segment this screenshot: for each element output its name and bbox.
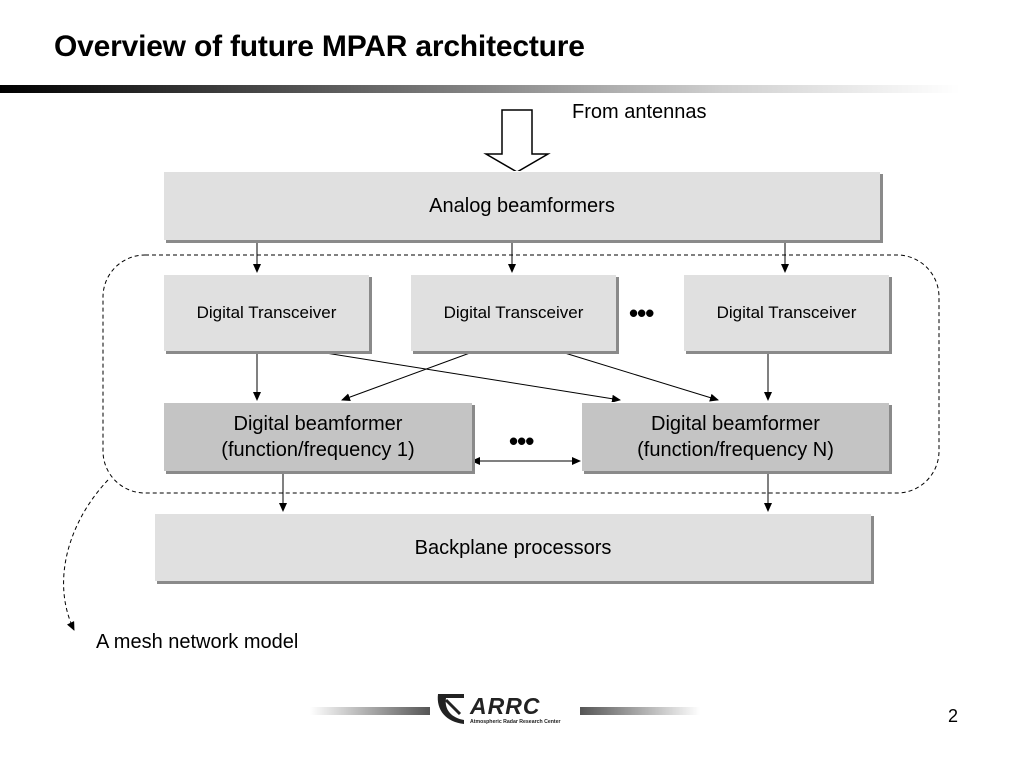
footer-rule-left xyxy=(310,707,430,715)
radar-dish-icon xyxy=(437,694,464,724)
digital-transceiver-box: Digital Transceiver xyxy=(410,274,616,351)
backplane-processors-box: Backplane processors xyxy=(154,513,871,581)
backplane-label: Backplane processors xyxy=(414,536,612,559)
ellipsis-beamformers: ••• xyxy=(509,426,534,456)
mesh-callout xyxy=(63,479,109,631)
beamformer-1-line-2: (function/frequency 1) xyxy=(221,439,415,461)
ellipsis-transceivers: ••• xyxy=(629,298,654,328)
digital-beamformer-1-box: Digital beamformer (function/frequency 1… xyxy=(163,402,472,471)
mesh-network-label: A mesh network model xyxy=(96,631,299,653)
transceiver-label: Digital Transceiver xyxy=(196,302,337,322)
transceiver-label: Digital Transceiver xyxy=(443,302,584,322)
digital-transceiver-box: Digital Transceiver xyxy=(683,274,889,351)
title-divider xyxy=(0,85,960,93)
input-arrow xyxy=(483,109,551,173)
connector xyxy=(306,349,621,403)
beamformer-1-line-1: Digital beamformer xyxy=(233,413,403,435)
transceiver-label: Digital Transceiver xyxy=(716,302,857,322)
mesh-region xyxy=(102,254,940,494)
digital-transceiver-box: Digital Transceiver xyxy=(163,274,369,351)
digital-beamformer-n-box: Digital beamformer (function/frequency N… xyxy=(581,402,889,471)
connector xyxy=(341,349,479,401)
beamformer-n-line-2: (function/frequency N) xyxy=(637,439,834,461)
logo-wordmark: ARRC xyxy=(469,693,540,719)
beamformer-n-line-1: Digital beamformer xyxy=(651,413,820,435)
analog-beamformers-label: Analog beamformers xyxy=(429,195,615,217)
footer-rule-right xyxy=(580,707,700,715)
page-number: 2 xyxy=(948,706,959,726)
analog-beamformers-box: Analog beamformers xyxy=(163,171,880,240)
from-antennas-label: From antennas xyxy=(572,101,707,123)
slide-title: Overview of future MPAR architecture xyxy=(54,30,585,63)
connector xyxy=(554,349,719,402)
logo-tagline: Atmospheric Radar Research Center xyxy=(470,719,561,725)
arrc-logo: ARRC Atmospheric Radar Research Center xyxy=(437,693,561,725)
